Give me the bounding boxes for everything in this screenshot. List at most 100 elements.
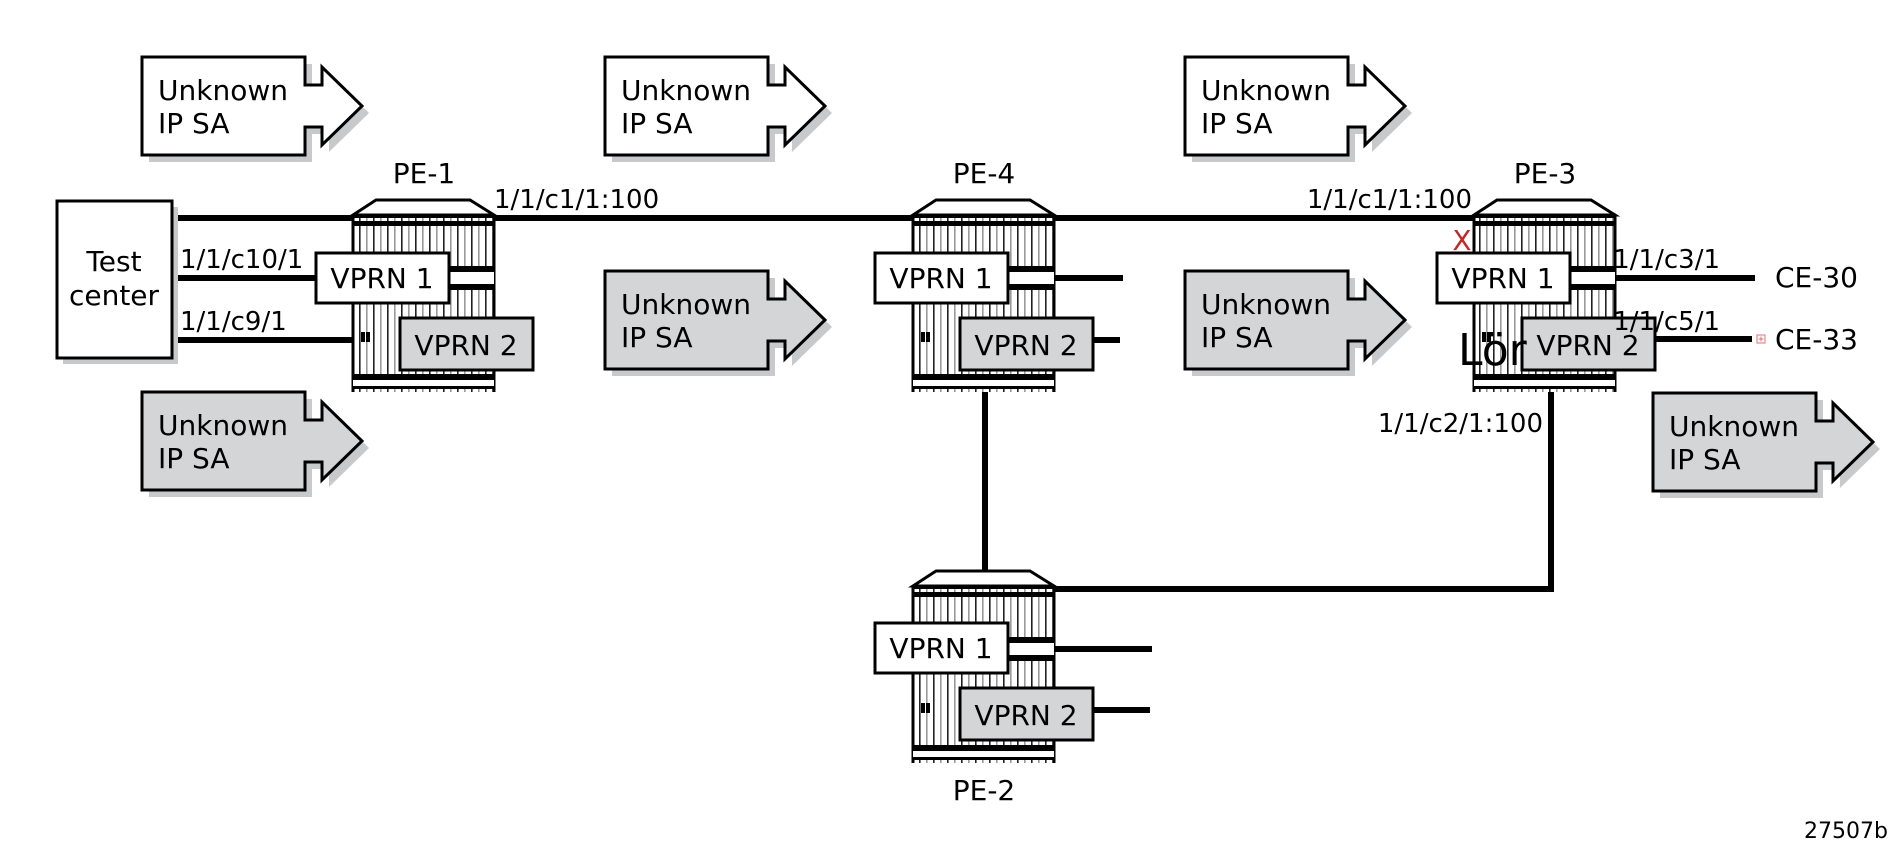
callout-line2: IP SA xyxy=(621,321,693,354)
callout-line2: IP SA xyxy=(158,107,230,140)
port-label-pe3-uplink: 1/1/c1/1:100 xyxy=(1307,185,1472,215)
callout-line2: IP SA xyxy=(621,107,693,140)
callout-arrow-icon xyxy=(1183,55,1408,157)
test-center-label-2: center xyxy=(69,279,160,312)
router-pe2[interactable]: VPRN 1 VPRN 2 xyxy=(873,569,1095,763)
vprn1-label: VPRN 1 xyxy=(330,262,433,295)
router-pe1[interactable]: VPRN 1 VPRN 2 xyxy=(314,198,535,392)
vprn1-label: VPRN 1 xyxy=(889,262,992,295)
chassis-band xyxy=(913,221,1054,226)
router-label-pe2: PE-2 xyxy=(953,774,1016,807)
stray-text: Lör xyxy=(1458,325,1528,376)
chassis-handle-icon xyxy=(366,332,370,342)
expand-icon[interactable] xyxy=(1756,334,1766,344)
callout-line2: IP SA xyxy=(1669,443,1741,476)
chassis-base-gap xyxy=(1474,380,1615,386)
chassis-band xyxy=(1474,221,1615,226)
vprn2-box[interactable]: VPRN 2 xyxy=(1520,316,1657,372)
port-label-pe1-uplink: 1/1/c1/1:100 xyxy=(494,185,659,215)
figure-id: 27507b xyxy=(1804,819,1888,844)
chassis-roof xyxy=(907,569,1060,588)
chassis-handle-icon xyxy=(921,703,925,713)
router-pe4[interactable]: VPRN 1 VPRN 2 xyxy=(873,198,1095,392)
callout-line1: Unknown xyxy=(1201,74,1331,107)
chassis-band xyxy=(353,215,494,218)
router-label-pe4: PE-4 xyxy=(953,157,1016,190)
ce-33-label[interactable]: CE-33 xyxy=(1775,323,1858,356)
callout-line1: Unknown xyxy=(1669,410,1799,443)
vprn2-box[interactable]: VPRN 2 xyxy=(958,316,1095,372)
callout-line2: IP SA xyxy=(1201,321,1273,354)
test-center-label-1: Test xyxy=(85,245,141,278)
callout-line1: Unknown xyxy=(158,409,288,442)
chassis-band xyxy=(913,215,1054,218)
port-label-tc-vprn2: 1/1/c9/1 xyxy=(180,307,287,337)
chassis-band xyxy=(353,221,494,226)
chassis-base xyxy=(913,745,1054,751)
callout-line1: Unknown xyxy=(1201,288,1331,321)
router-pe3[interactable]: VPRN 1 VPRN 2 xyxy=(1435,198,1657,392)
chassis-roof xyxy=(907,198,1060,217)
callout-arrow-icon xyxy=(603,55,828,157)
chassis-roof xyxy=(1468,198,1621,217)
chassis-base xyxy=(913,374,1054,380)
chassis-handle-icon xyxy=(926,332,930,342)
callout-arrow-icon xyxy=(140,390,365,492)
router-label-pe3: PE-3 xyxy=(1514,157,1577,190)
vprn1-box[interactable]: VPRN 1 xyxy=(873,251,1010,305)
vprn2-box[interactable]: VPRN 2 xyxy=(398,316,535,372)
callout-line1: Unknown xyxy=(621,288,751,321)
port-label-pe3-ce33: 1/1/c5/1 xyxy=(1613,307,1720,337)
callout-arrow-icon xyxy=(603,269,828,371)
port-label-tc-vprn1: 1/1/c10/1 xyxy=(180,245,303,275)
chassis-base xyxy=(913,757,1054,760)
vprn2-label: VPRN 2 xyxy=(974,329,1077,362)
ce-30-label[interactable]: CE-30 xyxy=(1775,261,1858,294)
vprn1-label: VPRN 1 xyxy=(1451,262,1554,295)
chassis-base-gap xyxy=(913,380,1054,386)
port-label-pe3-pe2: 1/1/c2/1:100 xyxy=(1378,409,1543,439)
router-label-pe1: PE-1 xyxy=(393,157,456,190)
link-pe2-pe3[interactable] xyxy=(1055,392,1554,592)
chassis-base-gap xyxy=(353,380,494,386)
link-failure-x-icon: X xyxy=(1452,224,1471,257)
vprn1-box[interactable]: VPRN 1 xyxy=(1435,251,1572,305)
callout-line2: IP SA xyxy=(1201,107,1273,140)
vprn1-label: VPRN 1 xyxy=(889,632,992,665)
chassis-base xyxy=(1474,374,1615,380)
vprn1-box[interactable]: VPRN 1 xyxy=(873,621,1010,675)
callout-arrow-icon xyxy=(1651,391,1876,493)
chassis-handle-icon xyxy=(1482,332,1486,342)
chassis-roof xyxy=(347,198,500,217)
vprn2-label: VPRN 2 xyxy=(414,329,517,362)
chassis-base-gap xyxy=(913,751,1054,757)
chassis-handle-icon xyxy=(926,703,930,713)
vprn1-box[interactable]: VPRN 1 xyxy=(314,251,451,305)
callout-line1: Unknown xyxy=(621,74,751,107)
chassis-handle-icon xyxy=(1487,332,1491,342)
callout-line1: Unknown xyxy=(158,74,288,107)
chassis-band xyxy=(1474,215,1615,218)
chassis-base xyxy=(913,386,1054,389)
chassis-handle-icon xyxy=(361,332,365,342)
callout-arrow-icon xyxy=(1183,269,1408,371)
test-center[interactable]: Test center xyxy=(55,199,178,364)
chassis-band xyxy=(913,592,1054,597)
vprn2-label: VPRN 2 xyxy=(974,699,1077,732)
chassis-base xyxy=(1474,386,1615,389)
vprn2-box[interactable]: VPRN 2 xyxy=(958,686,1095,742)
chassis-base xyxy=(353,374,494,380)
callout-line2: IP SA xyxy=(158,442,230,475)
chassis-base xyxy=(353,386,494,389)
chassis-handle-icon xyxy=(921,332,925,342)
chassis-band xyxy=(913,586,1054,589)
